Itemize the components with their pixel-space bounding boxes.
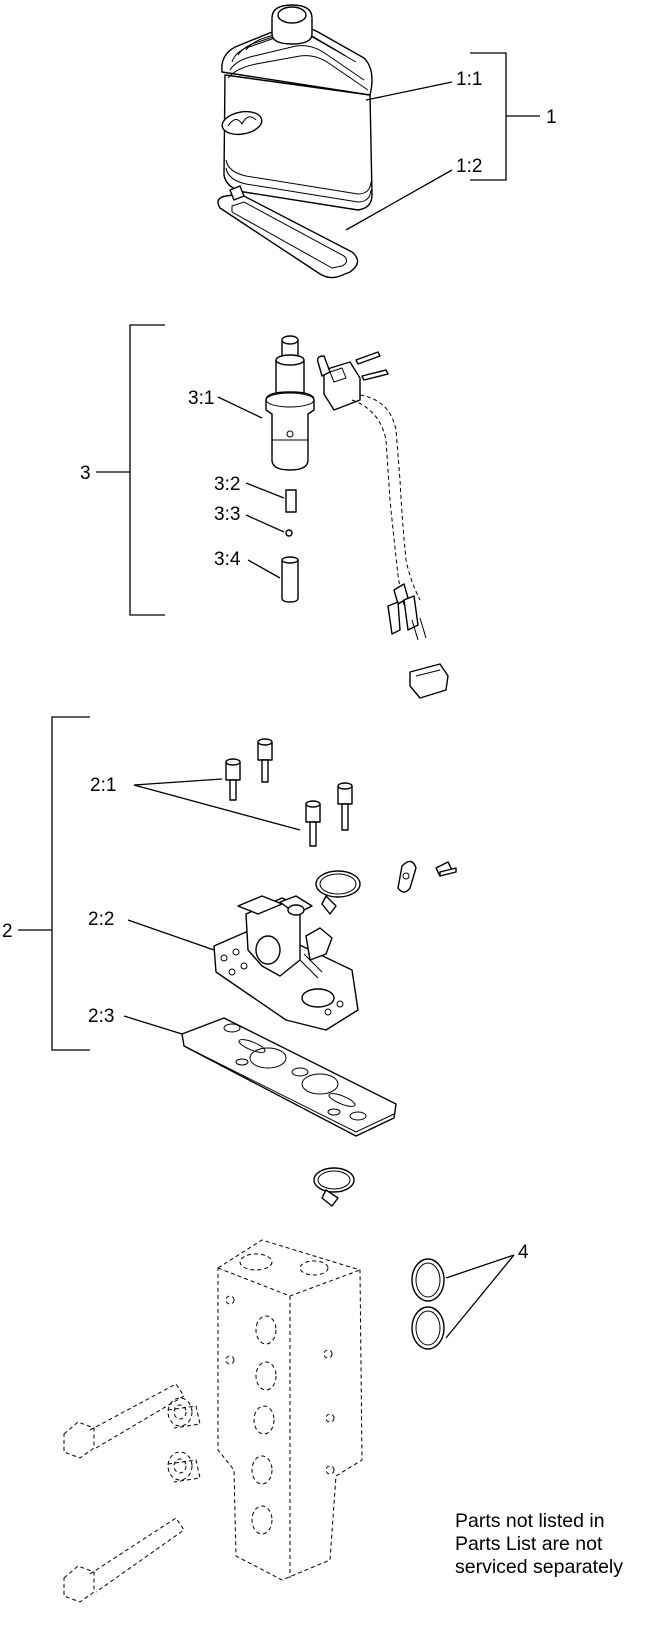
valve-body [217,1239,363,1581]
bolt [63,1517,185,1603]
bolt [63,1383,185,1459]
note-line-1: Parts not listed in [455,1510,605,1532]
spring [285,489,297,513]
logo-icon [221,110,263,136]
cap-screw [305,800,321,847]
plug [167,1397,201,1429]
callout-2-1: 2:1 [90,775,116,796]
o-ring [411,1258,445,1302]
cap-screw [225,758,241,801]
callout-3-2: 3:2 [214,474,240,495]
callout-3-3: 3:3 [214,504,240,525]
callout-3: 3 [80,463,91,484]
ball [285,529,293,537]
handle-shaft [265,335,315,471]
callout-1-2: 1:2 [456,156,482,177]
joystick-boot [221,4,373,211]
service-note: Parts not listed in Parts List are not s… [455,1510,651,1579]
boot-seal [217,185,359,279]
callout-2: 2 [2,921,13,942]
switch-harness [316,351,449,699]
note-line-3: serviced separately [455,1556,623,1578]
o-ring [411,1306,445,1350]
cap-screw [337,782,353,831]
plug [167,1451,201,1483]
callout-4: 4 [518,1242,529,1263]
callout-1-1: 1:1 [456,69,482,90]
callout-3-1: 3:1 [188,388,214,409]
plunger [281,556,299,603]
callout-1: 1 [546,107,557,128]
callout-2-2: 2:2 [88,909,114,930]
gimbal-bracket [213,895,359,1031]
lever-clip [397,860,457,893]
callout-2-3: 2:3 [88,1006,114,1027]
callout-3-4: 3:4 [214,549,241,570]
base-plate [181,1017,397,1137]
cable-tie [313,1167,355,1207]
note-line-2: Parts List are not [455,1533,603,1555]
cable-tie [315,870,361,915]
cap-screw [257,738,273,783]
